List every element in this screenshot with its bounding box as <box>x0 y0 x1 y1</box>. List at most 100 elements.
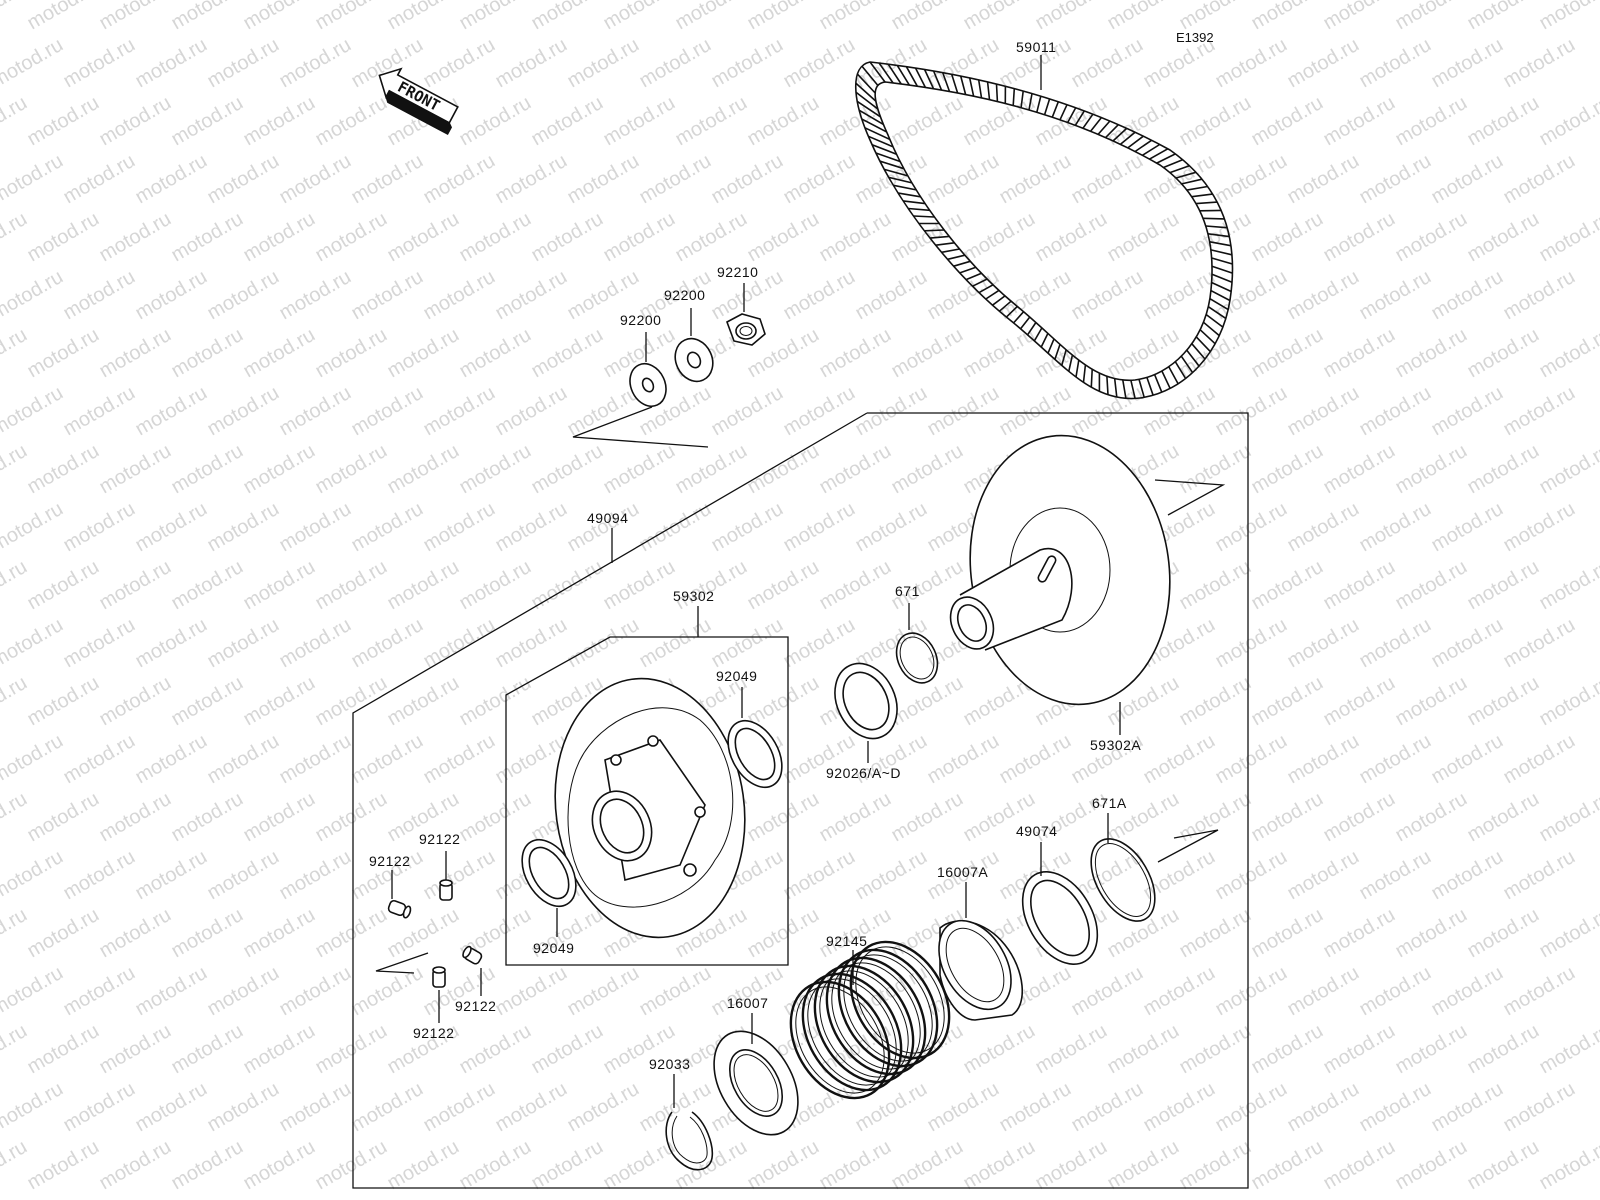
watermark-text: motod.ru <box>708 962 787 1021</box>
watermark-text: motod.ru <box>348 382 427 441</box>
watermark-text: motod.ru <box>888 92 967 151</box>
watermark-text: motod.ru <box>132 614 211 673</box>
watermark-text: motod.ru <box>204 34 283 93</box>
watermark-text: motod.ru <box>528 324 607 383</box>
watermark-text: motod.ru <box>240 672 319 731</box>
slider-3[interactable] <box>461 945 483 965</box>
watermark-text: motod.ru <box>852 1078 931 1137</box>
part-label-circlip: 92033 <box>649 1056 690 1072</box>
watermark-text: motod.ru <box>420 846 499 905</box>
spring[interactable] <box>771 924 969 1115</box>
watermark-text: motod.ru <box>492 962 571 1021</box>
watermark-text: motod.ru <box>1320 208 1399 267</box>
watermark-text: motod.ru <box>240 556 319 615</box>
cam-16007[interactable] <box>697 1017 815 1150</box>
nut[interactable] <box>726 313 766 346</box>
fixed-sheave[interactable] <box>942 423 1186 718</box>
watermark-text: motod.ru <box>204 150 283 209</box>
watermark-text: motod.ru <box>384 208 463 267</box>
drive-belt[interactable] <box>854 61 1234 400</box>
washer-lower[interactable] <box>623 358 672 412</box>
watermark-text: motod.ru <box>168 1020 247 1079</box>
watermark-text: motod.ru <box>528 440 607 499</box>
watermark-text: motod.ru <box>384 672 463 731</box>
watermark-text: motod.ru <box>1320 672 1399 731</box>
part-label-sheave-fixed: 59302A <box>1090 737 1141 753</box>
watermark-text: motod.ru <box>492 498 571 557</box>
watermark-text: motod.ru <box>1536 1136 1600 1195</box>
watermark-text: motod.ru <box>1500 614 1579 673</box>
watermark-text: motod.ru <box>492 34 571 93</box>
watermark-text: motod.ru <box>0 498 67 557</box>
watermark-text: motod.ru <box>744 1136 823 1195</box>
watermark-text: motod.ru <box>1068 962 1147 1021</box>
watermark-text: motod.ru <box>1176 1020 1255 1079</box>
watermark-text: motod.ru <box>1248 1136 1327 1195</box>
watermark-text: motod.ru <box>636 1078 715 1137</box>
slider-2[interactable] <box>387 899 412 919</box>
watermark-text: motod.ru <box>1212 498 1291 557</box>
watermark-text: motod.ru <box>168 208 247 267</box>
watermark-text: motod.ru <box>600 208 679 267</box>
watermark-text: motod.ru <box>1464 904 1543 963</box>
watermark-text: motod.ru <box>312 904 391 963</box>
part-label-spring: 92145 <box>826 933 867 949</box>
watermark-text: motod.ru <box>1320 904 1399 963</box>
watermark-text: motod.ru <box>132 498 211 557</box>
watermark-text: motod.ru <box>204 614 283 673</box>
watermark-text: motod.ru <box>816 92 895 151</box>
washer-upper[interactable] <box>668 332 719 387</box>
watermark-text: motod.ru <box>240 1020 319 1079</box>
watermark-text: motod.ru <box>24 788 103 847</box>
watermark-text: motod.ru <box>1284 266 1363 325</box>
bushing-upper[interactable] <box>717 711 793 796</box>
watermark-text: motod.ru <box>708 614 787 673</box>
watermark-text: motod.ru <box>312 440 391 499</box>
watermark-text: motod.ru <box>960 0 1039 34</box>
watermark-text: motod.ru <box>276 614 355 673</box>
watermark-text: motod.ru <box>1032 1136 1111 1195</box>
watermark-text: motod.ru <box>1032 0 1111 34</box>
o-ring-671A[interactable] <box>1078 828 1168 932</box>
watermark-text: motod.ru <box>1248 0 1327 34</box>
washer-49074[interactable] <box>1007 859 1112 978</box>
watermark-text: motod.ru <box>1464 556 1543 615</box>
o-ring-671[interactable] <box>889 626 945 689</box>
watermark-text: motod.ru <box>0 324 31 383</box>
circlip[interactable] <box>665 1111 714 1171</box>
slider-1[interactable] <box>439 879 453 901</box>
watermark-text: motod.ru <box>1104 1136 1183 1195</box>
watermark-text: motod.ru <box>348 730 427 789</box>
watermark-text: motod.ru <box>492 150 571 209</box>
watermark-text: motod.ru <box>60 150 139 209</box>
watermark-text: motod.ru <box>132 962 211 1021</box>
slider-4[interactable] <box>432 966 446 988</box>
bushing-lower[interactable] <box>511 830 587 915</box>
watermark-text: motod.ru <box>456 0 535 34</box>
watermark-text: motod.ru <box>636 962 715 1021</box>
watermark-text: motod.ru <box>1392 788 1471 847</box>
watermark-text: motod.ru <box>384 324 463 383</box>
watermark-text: motod.ru <box>132 266 211 325</box>
watermark-text: motod.ru <box>0 962 67 1021</box>
watermark-text: motod.ru <box>312 672 391 731</box>
watermark-text: motod.ru <box>0 904 31 963</box>
watermark-text: motod.ru <box>456 324 535 383</box>
watermark-text: motod.ru <box>420 730 499 789</box>
shim[interactable] <box>823 653 909 748</box>
watermark-text: motod.ru <box>1104 0 1183 34</box>
watermark-text: motod.ru <box>1320 1020 1399 1079</box>
watermark-text: motod.ru <box>960 324 1039 383</box>
watermark-text: motod.ru <box>1284 1078 1363 1137</box>
watermark-text: motod.ru <box>24 672 103 731</box>
watermark-text: motod.ru <box>744 556 823 615</box>
watermark-text: motod.ru <box>1284 498 1363 557</box>
watermark-text: motod.ru <box>1320 1136 1399 1195</box>
watermark-text: motod.ru <box>456 556 535 615</box>
watermark-text: motod.ru <box>1392 0 1471 34</box>
watermark-text: motod.ru <box>1536 1020 1600 1079</box>
movable-sheave[interactable] <box>539 666 761 950</box>
cam-16007A[interactable] <box>924 908 1026 1022</box>
